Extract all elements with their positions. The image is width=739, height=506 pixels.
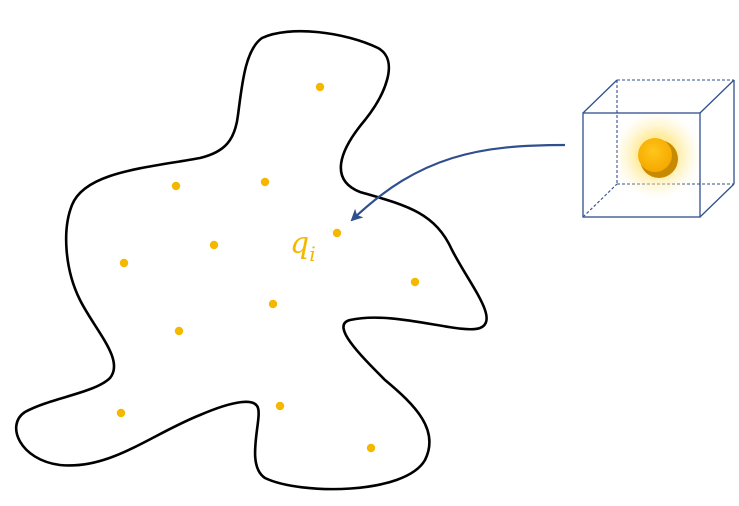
point (275, 401, 285, 411)
curved-arrow-icon (350, 143, 566, 222)
glowing-sphere-icon (638, 138, 678, 178)
region-outline (14, 29, 488, 491)
point-label-subscript: i (309, 242, 315, 266)
point-label-main: q (290, 226, 309, 261)
point (116, 408, 126, 418)
point-qi (332, 228, 342, 238)
point (209, 240, 219, 250)
point (268, 299, 278, 309)
point (260, 177, 270, 187)
point (171, 181, 181, 191)
point (119, 258, 129, 268)
point (410, 277, 420, 287)
point-label: qi (290, 226, 316, 266)
point-group (116, 82, 420, 453)
point (315, 82, 325, 92)
wireframe-cube-icon (582, 79, 735, 218)
point (174, 326, 184, 336)
point (366, 443, 376, 453)
